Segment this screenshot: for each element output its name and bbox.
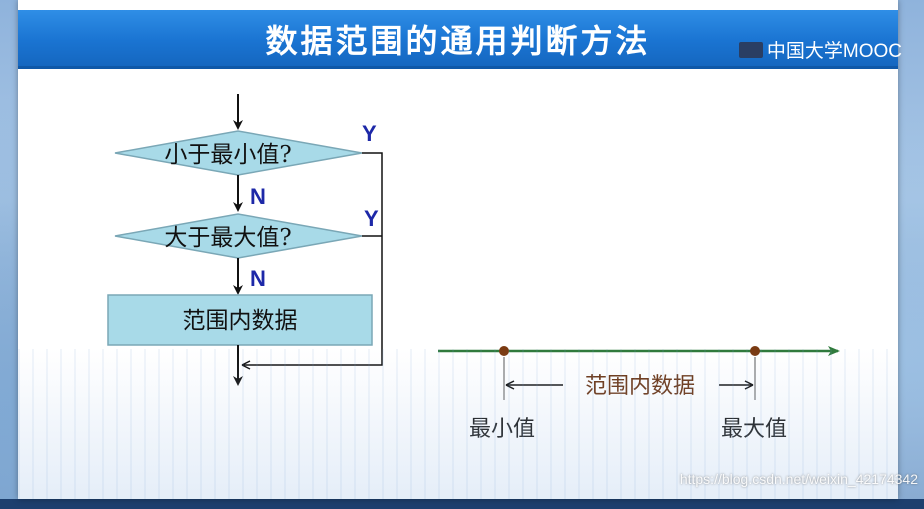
min-point	[499, 346, 509, 356]
min-value-label: 最小值	[469, 417, 535, 442]
yes-label-2: Y	[364, 206, 379, 231]
yes-line-1	[242, 152, 383, 366]
max-value-label: 最大值	[721, 417, 787, 442]
decision-min-label: 小于最小值?	[164, 142, 291, 168]
process-box	[107, 294, 373, 346]
mooc-logo-icon	[738, 41, 763, 58]
decision-max-label: 大于最大值?	[164, 225, 291, 251]
cut-off-text	[318, 493, 648, 509]
brand-text: 中国大学MOOC	[766, 41, 902, 62]
no-label-2: N	[250, 266, 266, 291]
slide-title: 数据范围的通用判断方法	[265, 22, 651, 60]
slide: 数据范围的通用判断方法 小于最小值? N 大于最大值? N 范围内数据	[18, 0, 898, 499]
range-label: 范围内数据	[585, 374, 695, 399]
flowchart-diagram: 小于最小值? N 大于最大值? N 范围内数据 Y Y	[107, 94, 840, 442]
max-point	[750, 346, 760, 356]
no-label-1: N	[250, 184, 266, 209]
url-watermark: https://blog.csdn.net/weixin_42174342	[679, 471, 918, 487]
yes-label-1: Y	[362, 121, 377, 146]
process-label: 范围内数据	[183, 308, 298, 334]
brand-logo: 中国大学MOOC	[738, 36, 902, 63]
title-bar: 数据范围的通用判断方法	[18, 10, 898, 69]
